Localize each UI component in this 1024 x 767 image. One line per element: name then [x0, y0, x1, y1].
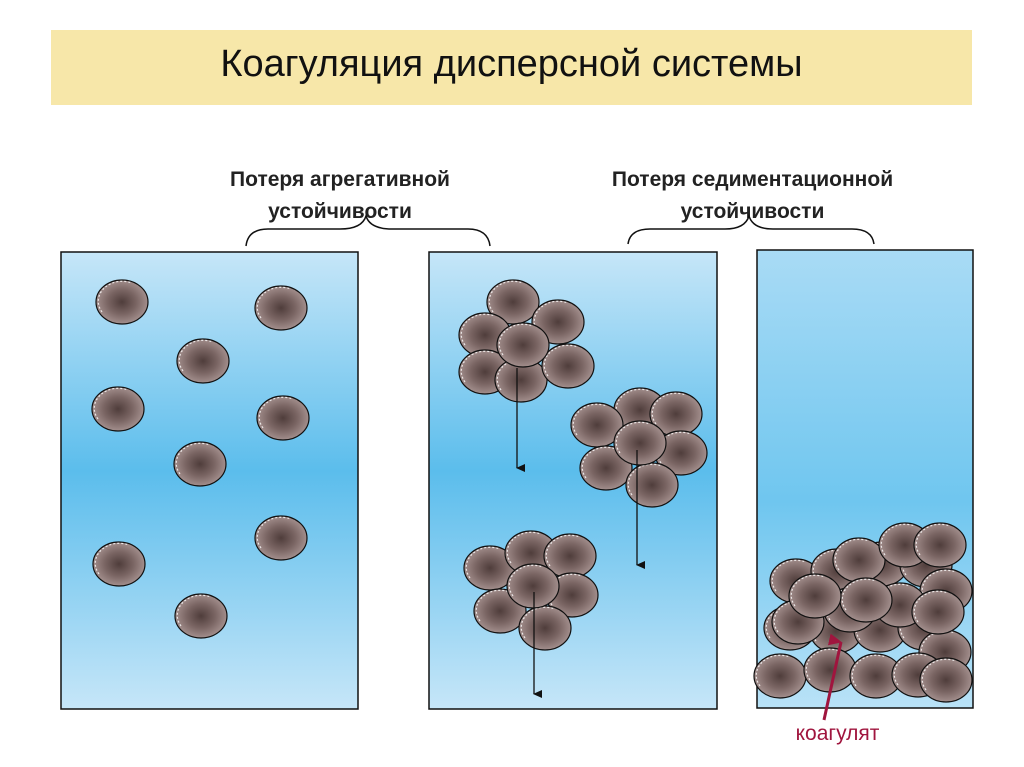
- particle: [753, 653, 807, 699]
- particle: [496, 322, 550, 368]
- particle-highlight: [921, 569, 957, 602]
- brace-sedimentation: [627, 213, 875, 245]
- particle-highlight: [893, 653, 929, 686]
- aggregated-particles: [458, 279, 708, 651]
- particle-highlight: [475, 589, 511, 622]
- particle-highlight: [572, 403, 608, 436]
- particle-highlight: [506, 531, 542, 564]
- particle: [91, 386, 145, 432]
- particle: [254, 285, 308, 331]
- sedimentation-stability-loss-label: Потеря седиментационной устойчивости: [611, 168, 894, 223]
- particle-highlight: [834, 538, 870, 571]
- particle: [839, 577, 893, 623]
- particle: [579, 445, 633, 491]
- title-banner: Коагуляция дисперсной системы: [51, 30, 972, 105]
- particle-highlight: [651, 392, 687, 425]
- particle-highlight: [805, 648, 841, 681]
- particle: [919, 657, 973, 703]
- particle-highlight: [465, 546, 501, 579]
- particle-highlight: [256, 286, 292, 319]
- particle: [256, 395, 310, 441]
- particle-highlight: [176, 594, 212, 627]
- particle-highlight: [875, 583, 911, 616]
- particle: [174, 593, 228, 639]
- dispersed-particles: [91, 279, 310, 639]
- particle-highlight: [533, 300, 569, 333]
- particle-highlight: [656, 431, 692, 464]
- particle-highlight: [581, 446, 617, 479]
- aggregative-stability-loss-label: Потеря агрегативной устойчивости: [230, 168, 450, 223]
- particle-highlight: [851, 654, 887, 687]
- particle: [176, 338, 230, 384]
- brace-aggregative: [245, 213, 491, 247]
- particle-highlight: [547, 573, 583, 606]
- particle: [911, 589, 965, 635]
- particle: [506, 563, 560, 609]
- particle: [803, 647, 857, 693]
- coagulate-label: коагулят: [795, 722, 880, 745]
- particle-highlight: [755, 654, 791, 687]
- particle: [832, 537, 886, 583]
- particle-highlight: [615, 388, 651, 421]
- slide-title: Коагуляция дисперсной системы: [220, 43, 803, 85]
- particle-highlight: [256, 516, 292, 549]
- coagulate-pointer-arrow: [822, 633, 843, 721]
- particle-highlight: [771, 559, 807, 592]
- particle-highlight: [178, 339, 214, 372]
- particle: [625, 462, 679, 508]
- particle-highlight: [615, 421, 651, 454]
- particle-highlight: [627, 463, 663, 496]
- particle-highlight: [175, 442, 211, 475]
- particle: [254, 515, 308, 561]
- particle-highlight: [880, 523, 916, 556]
- particle-highlight: [543, 344, 579, 377]
- particle-highlight: [93, 387, 129, 420]
- particle: [613, 420, 667, 466]
- particle-highlight: [258, 396, 294, 429]
- particle-highlight: [915, 523, 951, 556]
- particle-highlight: [921, 658, 957, 691]
- sediment-particles: [753, 522, 973, 703]
- particle: [518, 605, 572, 651]
- particle-highlight: [94, 542, 130, 575]
- particle-highlight: [790, 574, 826, 607]
- particle-highlight: [498, 323, 534, 356]
- particle-highlight: [545, 534, 581, 567]
- particle-highlight: [913, 590, 949, 623]
- particle-highlight: [97, 280, 133, 313]
- particle: [95, 279, 149, 325]
- particle-highlight: [841, 578, 877, 611]
- particle-highlight: [488, 280, 524, 313]
- particle: [541, 343, 595, 389]
- particle: [173, 441, 227, 487]
- particle: [913, 522, 967, 568]
- particle: [92, 541, 146, 587]
- particle-highlight: [508, 564, 544, 597]
- particle-highlight: [520, 606, 556, 639]
- particle: [788, 573, 842, 619]
- sedimentation-arrows: [516, 368, 645, 698]
- particle-highlight: [460, 313, 496, 346]
- particle-highlight: [460, 350, 496, 383]
